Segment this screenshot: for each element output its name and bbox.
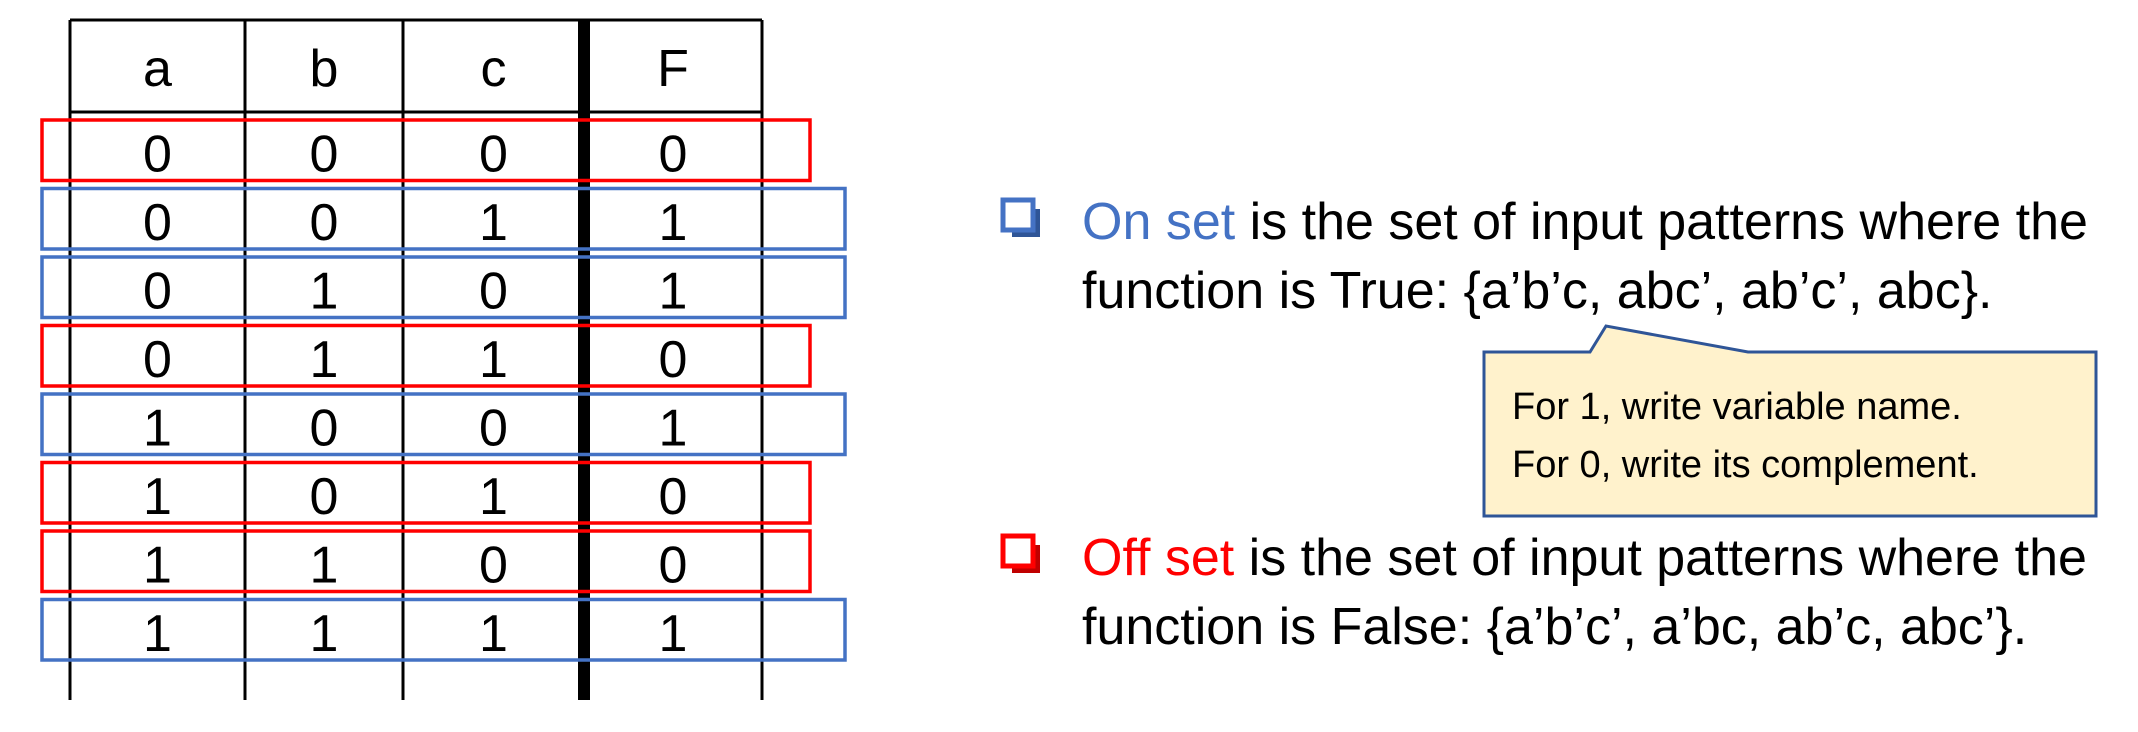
table-cell: 0 <box>479 536 508 594</box>
table-cell: 1 <box>659 262 688 320</box>
table-cell: 1 <box>479 468 508 526</box>
table-cell: 1 <box>310 536 339 594</box>
table-cell: 1 <box>479 605 508 663</box>
on-set-term: On set <box>1082 193 1236 251</box>
table-cell: 1 <box>143 605 172 663</box>
table-cell: 0 <box>659 331 688 389</box>
callout-line2: For 0, write its complement. <box>1512 444 1979 486</box>
table-cell: 0 <box>143 194 172 252</box>
header-cell-F: F <box>657 40 689 98</box>
row-highlight-boxes <box>40 118 847 662</box>
callout-line1: For 1, write variable name. <box>1512 386 1962 428</box>
table-cell: 1 <box>143 468 172 526</box>
table-cell: 1 <box>310 262 339 320</box>
table-cell: 0 <box>310 399 339 457</box>
off-set-row-box <box>40 529 812 594</box>
off-set-term: Off set <box>1082 529 1235 587</box>
off-set-checkbox-icon <box>1000 533 1042 575</box>
off-set-row-box <box>40 460 812 525</box>
on-set-text: On set is the set of input patterns wher… <box>1082 188 2138 326</box>
table-cell: 1 <box>310 605 339 663</box>
table-cell: 0 <box>659 125 688 183</box>
table-cell: 1 <box>143 399 172 457</box>
off-set-line2: function is False: {a’b’c’, a’bc, ab’c, … <box>1082 598 2028 656</box>
table-cell: 0 <box>143 125 172 183</box>
off-set-bullet: Off set is the set of input patterns whe… <box>1000 524 2138 662</box>
on-set-line2: function is True: {a’b’c, abc’, ab’c’, a… <box>1082 262 1993 320</box>
header-cell-b: b <box>310 40 339 98</box>
table-cell: 0 <box>143 262 172 320</box>
off-set-line1: is the set of input patterns where the <box>1234 529 2087 587</box>
table-cell: 1 <box>659 194 688 252</box>
table-cell: 0 <box>310 468 339 526</box>
off-set-row-box <box>40 118 812 183</box>
table-cell: 0 <box>310 194 339 252</box>
off-set-row-box <box>40 323 812 388</box>
on-set-bullet: On set is the set of input patterns wher… <box>1000 188 2138 326</box>
table-cell: 1 <box>659 399 688 457</box>
table-cell: 0 <box>479 262 508 320</box>
table-cell: 0 <box>310 125 339 183</box>
header-cell-c: c <box>481 40 507 98</box>
off-set-text: Off set is the set of input patterns whe… <box>1082 524 2138 662</box>
callout-box <box>1482 324 2098 518</box>
table-cell: 0 <box>479 399 508 457</box>
table-cell: 0 <box>143 331 172 389</box>
on-set-row-box <box>40 392 847 457</box>
on-set-row-box <box>40 597 847 662</box>
table-cell: 1 <box>479 194 508 252</box>
table-cell: 1 <box>479 331 508 389</box>
table-cell: 0 <box>659 536 688 594</box>
header-cell-a: a <box>143 40 172 98</box>
table-cell: 1 <box>143 536 172 594</box>
truth-table: a b c F 0 0 0 0 0 0 1 1 0 1 0 1 0 1 1 0 1 0 0 1 1 0 1 0 1 1 0 0 1 1 1 1 <box>40 18 847 700</box>
table-grid <box>68 18 764 700</box>
on-set-checkbox-icon <box>1000 197 1042 239</box>
table-cell: 0 <box>479 125 508 183</box>
callout-text: For 1, write variable name. For 0, write… <box>1512 378 2092 494</box>
on-set-row-box <box>40 186 847 251</box>
table-cell: 1 <box>659 605 688 663</box>
table-cells: a b c F 0 0 0 0 0 0 1 1 0 1 0 1 0 1 1 0 1 0 0 1 1 0 1 0 1 1 0 0 1 1 1 1 <box>143 40 689 663</box>
on-set-row-box <box>40 255 847 320</box>
table-cell: 1 <box>310 331 339 389</box>
table-cell: 0 <box>659 468 688 526</box>
on-set-line1: is the set of input patterns where the <box>1235 193 2088 251</box>
